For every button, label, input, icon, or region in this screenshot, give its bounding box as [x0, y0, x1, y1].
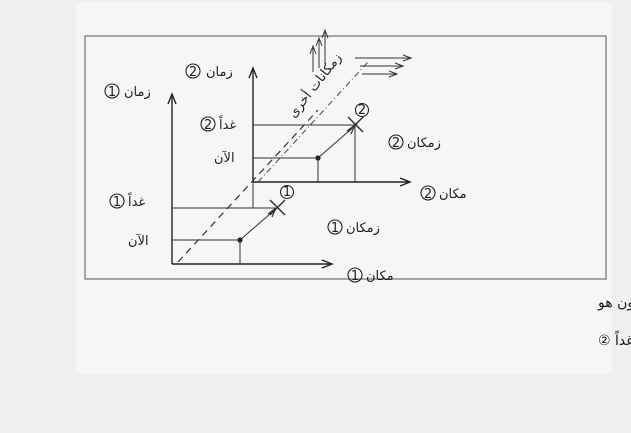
frame2-spacetime-label: 2 زمكان [388, 134, 441, 151]
frame1-time-label: زمان 1 [104, 83, 151, 100]
svg-text:1: 1 [331, 221, 339, 236]
svg-text:1: 1 [283, 185, 291, 200]
frame1-axes [167, 92, 334, 269]
frame1-event-marker: 1 [279, 184, 295, 200]
frame2-now-label: الآن [214, 150, 235, 166]
frame2-worldline [253, 116, 364, 182]
frame1-now-point [237, 237, 243, 243]
figure-border [84, 35, 607, 280]
svg-text:زمان: زمان [206, 65, 233, 80]
frame2-diagonal [257, 61, 369, 183]
svg-text:2: 2 [204, 118, 212, 133]
caption-line-2: نفسه غداً ② ، وإذا لم ينطبقا فإن غداً ① … [598, 330, 631, 349]
other-spacetimes-arrows [309, 28, 413, 78]
caption-line-1: إذا انطبق زمكان ① على زمكان ② فإن غداً ①… [597, 292, 631, 311]
frame1-worldline [172, 199, 286, 264]
frame2-axes [248, 66, 412, 187]
frame1-spacetime-label: 1 زمكان [327, 219, 380, 236]
svg-text:غداً: غداً [219, 115, 237, 133]
svg-text:2: 2 [392, 136, 400, 151]
frame2-tomorrow-label: 2 غداً [200, 115, 237, 133]
svg-text:زمان: زمان [124, 85, 151, 100]
svg-text:2: 2 [358, 103, 366, 118]
paper-sheet [76, 2, 612, 374]
frame1-space-label: 1 مكان [347, 267, 394, 284]
svg-text:1: 1 [108, 85, 116, 100]
svg-text:غداً: غداً [128, 192, 146, 210]
svg-text:1: 1 [351, 269, 359, 284]
svg-text:زمكان: زمكان [407, 136, 441, 151]
frame2-space-label: 2 مكان [420, 185, 467, 202]
svg-text:زمكان: زمكان [346, 221, 380, 236]
frame1-tomorrow-label: 1 غداً [109, 192, 146, 210]
svg-text:2: 2 [424, 187, 432, 202]
svg-text:مكان: مكان [366, 269, 394, 284]
frame1-diagonal [177, 109, 319, 263]
svg-text:مكان: مكان [439, 187, 467, 202]
svg-text:2: 2 [189, 65, 197, 80]
svg-text:1: 1 [113, 195, 121, 210]
frame2-time-label: زمان 2 [185, 63, 233, 80]
frame2-now-point [315, 155, 321, 161]
frame2-event-marker: 2 [354, 102, 370, 118]
frame1-now-label: الآن [128, 233, 149, 249]
